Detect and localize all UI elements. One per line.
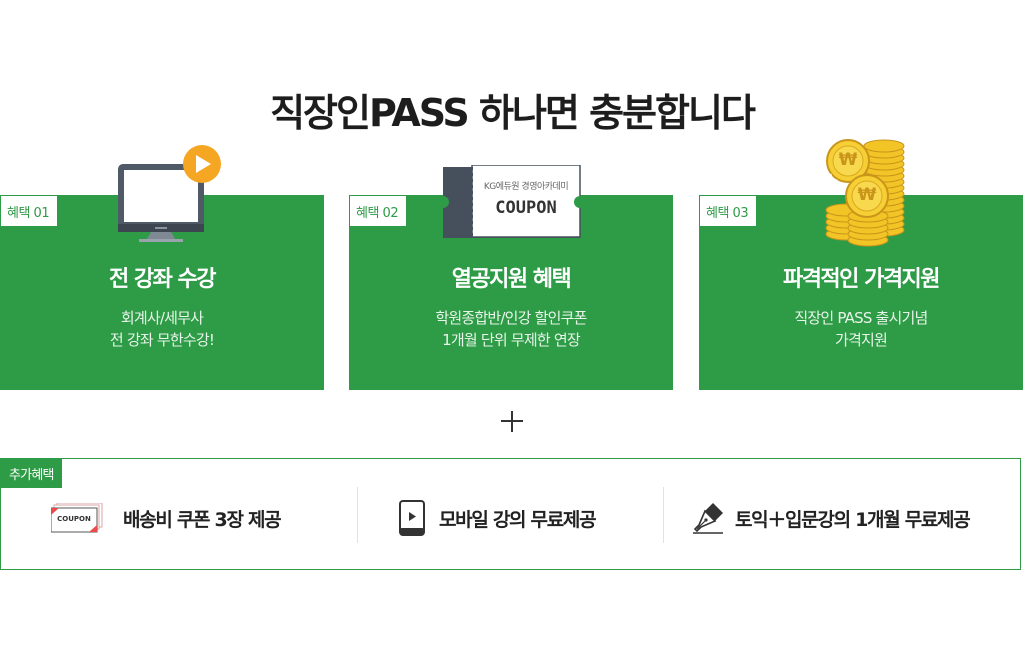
extra-item-toeic-lecture: 토익＋입문강의 1개월 무료제공 (691, 501, 971, 535)
benefit-desc-line: 1개월 단위 무제한 연장 (442, 331, 580, 349)
benefit-title-2: 열공지원 혜택 (451, 267, 572, 292)
page-title: 직장인PASS 하나면 충분합니다 (270, 91, 756, 135)
extra-item-label: 모바일 강의 무료제공 (439, 508, 597, 531)
gold-coins-icon: ₩ ₩ (822, 136, 912, 248)
extra-item-mobile-lecture: 모바일 강의 무료제공 (399, 500, 597, 536)
extra-item-label: 토익＋입문강의 1개월 무료제공 (735, 508, 971, 531)
benefit-badge-3: 혜택 03 (700, 196, 757, 226)
extra-benefits-box: 추가혜택 COUPON 배송비 쿠폰 3장 제공 모바일 강의 무료제공 (0, 458, 1021, 570)
extra-item-label: 배송비 쿠폰 3장 제공 (123, 508, 282, 531)
fountain-pen-icon (693, 503, 723, 534)
benefit-title-1: 전 강좌 수강 (108, 267, 217, 292)
benefit-title-3: 파격적인 가격지원 (782, 267, 941, 292)
extra-badge: 추가혜택 (1, 459, 62, 488)
benefit-card-3: 혜택 03 파격적인 가격지원 직장인 PASS 출시기념 가격지원 (699, 195, 1023, 390)
coupon-ticket-icon: KG에듀원 경영아카데미 COUPON (443, 165, 581, 239)
coupon-card-text: COUPON (57, 515, 91, 523)
benefit-desc-line: 회계사/세무사 (120, 309, 204, 327)
ticket-brand: KG에듀원 경영아카데미 (483, 182, 569, 192)
coin-symbol: ₩ (838, 150, 858, 170)
benefit-desc-1: 회계사/세무사 전 강좌 무한수강! (0, 307, 324, 351)
divider (663, 487, 664, 543)
plus-icon (501, 411, 523, 432)
benefit-badge-1: 혜택 01 (1, 196, 58, 226)
benefit-card-2: 혜택 02 열공지원 혜택 학원종합반/인강 할인쿠폰 1개월 단위 무제한 연… (349, 195, 673, 390)
benefit-desc-line: 전 강좌 무한수강! (109, 331, 215, 349)
mobile-play-icon (399, 500, 425, 536)
coupon-card-icon: COUPON (51, 503, 103, 533)
benefit-badge-2: 혜택 02 (350, 196, 407, 226)
monitor-play-icon (118, 145, 221, 242)
divider (357, 487, 358, 543)
benefit-desc-line: 직장인 PASS 출시기념 (794, 309, 928, 327)
extra-item-shipping-coupon: COUPON 배송비 쿠폰 3장 제공 (51, 501, 282, 535)
benefit-desc-2: 학원종합반/인강 할인쿠폰 1개월 단위 무제한 연장 (349, 307, 673, 351)
benefit-desc-3: 직장인 PASS 출시기념 가격지원 (699, 307, 1023, 351)
benefit-desc-line: 가격지원 (834, 331, 888, 349)
ticket-text: COUPON (495, 198, 557, 218)
benefit-desc-line: 학원종합반/인강 할인쿠폰 (435, 309, 587, 327)
coin-symbol: ₩ (857, 185, 877, 205)
